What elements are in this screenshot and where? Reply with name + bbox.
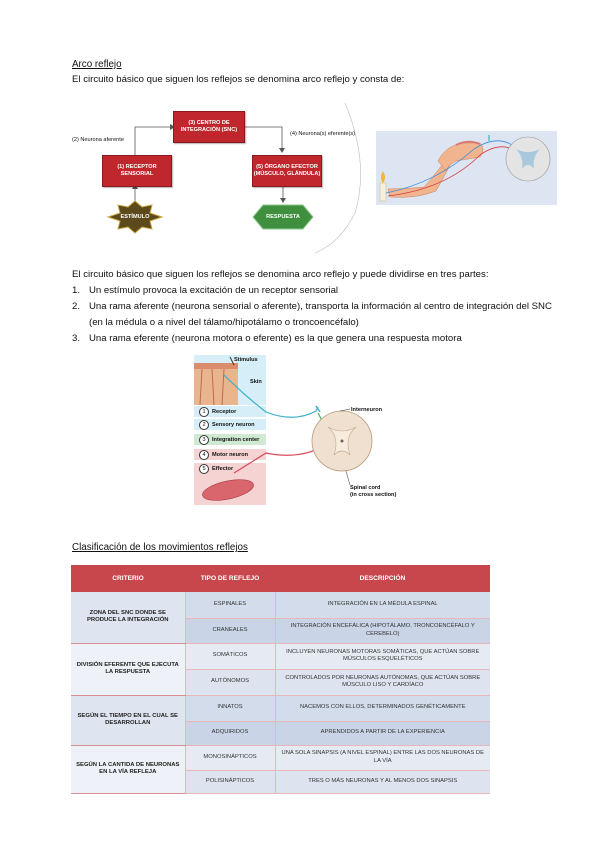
list-item-text: Una rama aferente (neurona sensorial o a… xyxy=(89,301,552,312)
afferent-neuron-label: (2) Neurona aferente xyxy=(72,137,124,143)
efferent-neuron-label: (4) Neurona(s) eferente(s) xyxy=(290,131,355,137)
criterion-cell: DIVISIÓN EFERENTE QUE EJECUTA LA RESPUES… xyxy=(71,643,186,696)
interneuron-caption: Interneuron xyxy=(351,407,383,413)
sensory-receptor-box: (1) RECEPTOR SENSORIAL xyxy=(102,155,172,187)
list-item-text: Una rama eferente (neurona motora o efer… xyxy=(89,333,462,344)
criterion-cell: SEGÚN EL TIEMPO EN EL CUAL SE DESARROLLA… xyxy=(71,695,186,746)
step-effector: 5 Effector xyxy=(194,463,266,505)
reflex-type-cell: CRANEALES xyxy=(185,618,276,644)
skin-panel xyxy=(194,355,266,406)
stimulus-caption: Stimulus xyxy=(234,357,258,363)
reflex-arc-figure: Stimulus Skin 1 Receptor 2 Sensory neuro… xyxy=(194,355,406,505)
integration-center-box: (3) CENTRO DE INTEGRACIÓN (SNC) xyxy=(173,111,245,143)
step-integration-center: 3 Integration center xyxy=(194,434,266,445)
list-item-number: 1. xyxy=(72,285,81,296)
step-number: 4 xyxy=(199,449,209,460)
section-heading-clasificacion: Clasificación de los movimientos reflejo… xyxy=(72,542,248,553)
table-row: POLISINÁPTICOS TRES O MÁS NEURONAS Y AL … xyxy=(71,770,490,794)
reflex-type-cell: ESPINALES xyxy=(185,592,276,619)
step-label: Integration center xyxy=(212,436,260,443)
reflex-flow-diagram: (3) CENTRO DE INTEGRACIÓN (SNC) (2) Neur… xyxy=(70,103,370,253)
response-label: RESPUESTA xyxy=(266,214,300,220)
cross-section-caption: (in cross section) xyxy=(350,492,397,498)
step-sensory-neuron: 2 Sensory neuron xyxy=(194,419,266,430)
flow-connectors xyxy=(106,103,361,253)
description-cell: APRENDIDOS A PARTIR DE LA EXPERIENCIA xyxy=(275,721,490,746)
effector-organ-box: (5) ÓRGANO EFECTOR (MÚSCULO, GLÁNDULA) xyxy=(252,155,322,187)
arm-reflex-drawing xyxy=(379,135,551,202)
list-item-continuation: (en la médula o a nivel del tálamo/hipot… xyxy=(89,317,359,328)
list-item-number: 2. xyxy=(72,301,81,312)
step-label: Effector xyxy=(212,465,234,472)
spinal-cord-caption: Spinal cord xyxy=(350,485,381,491)
reflex-type-cell: MONOSINÁPTICOS xyxy=(185,745,276,771)
reflex-type-cell: AUTÓNOMOS xyxy=(185,669,276,696)
muscle-drawing xyxy=(202,479,254,501)
reflex-type-cell: POLISINÁPTICOS xyxy=(185,770,276,794)
step-label: Motor neuron xyxy=(212,451,249,458)
table-row: SEGÚN EL TIEMPO EN EL CUAL SE DESARROLLA… xyxy=(71,695,490,746)
list-item-text: Un estímulo provoca la excitación de un … xyxy=(89,285,339,296)
description-cell: TRES O MÁS NEURONAS Y AL MENOS DOS SINAP… xyxy=(275,770,490,794)
description-cell: CONTROLADOS POR NEURONAS AUTÓNOMAS, QUE … xyxy=(275,669,490,696)
response-hexagon xyxy=(252,204,314,230)
neural-pathway-drawing xyxy=(223,374,373,486)
table-row: ADQUIRIDOS APRENDIDOS A PARTIR DE LA EXP… xyxy=(71,721,490,746)
description-cell: INCLUYEN NEURONAS MOTORAS SOMÁTICAS, QUE… xyxy=(275,643,490,670)
reflex-type-cell: ADQUIRIDOS xyxy=(185,721,276,746)
arm-reflex-illustration xyxy=(376,131,557,205)
step-label: Sensory neuron xyxy=(212,421,255,428)
description-cell: UNA SOLA SINAPSIS (A NIVEL ESPINAL) ENTR… xyxy=(275,745,490,771)
table-row: CRANEALES INTEGRACIÓN ENCEFÁLICA (HIPOTÁ… xyxy=(71,618,490,644)
description-cell: INTEGRACIÓN ENCEFÁLICA (HIPOTÁLAMO, TRON… xyxy=(275,618,490,644)
list-item: 2. Una rama aferente (neurona sensorial o… xyxy=(72,300,552,313)
column-header: TIPO DE REFLEJO xyxy=(185,565,275,592)
section-intro: El circuito básico que siguen los reflej… xyxy=(72,74,405,85)
reflex-classification-table: CRITERIO TIPO DE REFLEJO DESCRIPCIÓN ZON… xyxy=(71,565,490,794)
section-heading-arco-reflejo: Arco reflejo xyxy=(72,59,122,70)
skin-drawing xyxy=(194,356,238,406)
table-row: AUTÓNOMOS CONTROLADOS POR NEURONAS AUTÓN… xyxy=(71,669,490,696)
column-header: DESCRIPCIÓN xyxy=(275,565,490,592)
step-number: 2 xyxy=(199,419,209,430)
list-item: 3. Una rama eferente (neurona motora o ef… xyxy=(72,332,462,345)
reflex-type-cell: SOMÁTICOS xyxy=(185,643,276,670)
table-header-row: CRITERIO TIPO DE REFLEJO DESCRIPCIÓN xyxy=(71,565,490,592)
stimulus-burst xyxy=(106,200,164,234)
criterion-cell: SEGÚN LA CANTIDA DE NEURONAS EN LA VÍA R… xyxy=(71,745,186,794)
step-number: 1 xyxy=(199,406,209,417)
list-item-number: 3. xyxy=(72,333,81,344)
step-receptor: 1 Receptor xyxy=(194,406,266,417)
criterion-cell: ZONA DEL SNC DONDE SE PRODUCE LA INTEGRA… xyxy=(71,592,186,644)
list-item: 1. Un estímulo provoca la excitación de u… xyxy=(72,284,338,297)
description-cell: NACEMOS CON ELLOS, DETERMINADOS GENÉTICA… xyxy=(275,695,490,722)
stimulus-label: ESTÍMULO xyxy=(120,214,150,220)
section2-intro: El circuito básico que siguen los reflej… xyxy=(72,269,489,280)
step-label: Receptor xyxy=(212,408,237,415)
step-number: 3 xyxy=(199,434,209,445)
step-motor-neuron: 4 Motor neuron xyxy=(194,449,266,460)
column-header: CRITERIO xyxy=(71,565,185,592)
table-row: DIVISIÓN EFERENTE QUE EJECUTA LA RESPUES… xyxy=(71,643,490,696)
skin-caption: Skin xyxy=(250,379,262,385)
step-number: 5 xyxy=(199,463,209,474)
reflex-type-cell: INNATOS xyxy=(185,695,276,722)
table-row: SEGÚN LA CANTIDA DE NEURONAS EN LA VÍA R… xyxy=(71,745,490,794)
description-cell: INTEGRACIÓN EN LA MÉDULA ESPINAL xyxy=(275,592,490,619)
table-row: ZONA DEL SNC DONDE SE PRODUCE LA INTEGRA… xyxy=(71,592,490,644)
